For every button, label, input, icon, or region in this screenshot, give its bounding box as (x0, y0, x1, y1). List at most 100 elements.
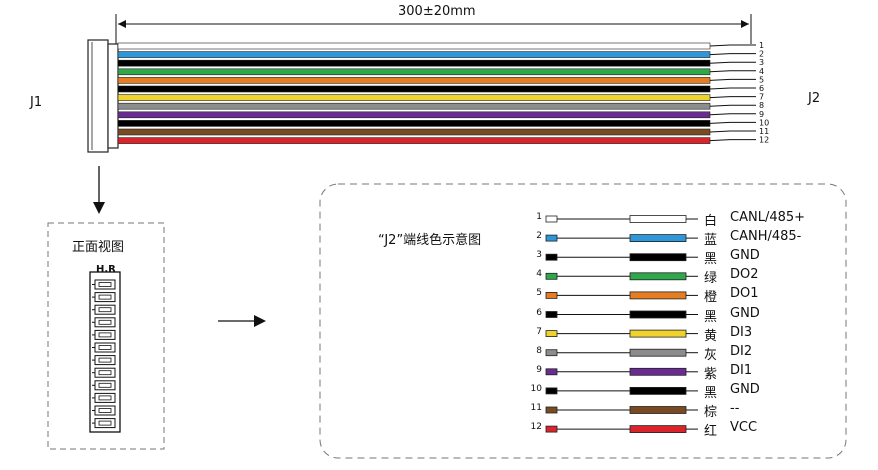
legend-row: 1 白 CANL/485+ (520, 210, 860, 229)
legend-color-name: 黄 (704, 328, 718, 344)
down-arrow-icon (93, 166, 105, 214)
front-pin-9 (92, 380, 116, 391)
legend-signal-name: GND (730, 305, 760, 321)
legend-color-name: 黑 (704, 252, 718, 268)
pin-lead-4 (709, 70, 756, 73)
legend-color-name: 橙 (704, 290, 718, 306)
pin-lead-11 (709, 130, 756, 133)
front-pin-10 (92, 392, 116, 403)
pin-lead-12 (709, 139, 756, 142)
legend-signal-name: -- (730, 401, 740, 416)
front-pin-2 (92, 292, 116, 303)
cable-wire-12 (117, 137, 711, 144)
pin-number-7: 7 (759, 93, 764, 102)
legend-pin-number: 8 (536, 345, 542, 356)
front-pin-6 (92, 342, 116, 353)
cable-wire-5 (117, 77, 711, 84)
legend-pin-number: 1 (536, 212, 542, 222)
cable-wire-3 (117, 59, 711, 67)
pin-number-8: 8 (759, 101, 764, 110)
legend-swatch-2 (545, 234, 698, 243)
legend-color-name: 红 (704, 424, 718, 440)
pin-number-11: 11 (759, 127, 769, 136)
front-pin-12 (92, 418, 116, 429)
cable-wire-10 (117, 120, 711, 127)
pin-number-10: 10 (759, 118, 769, 127)
pin-number-3: 3 (759, 58, 764, 67)
pin-lead-9 (709, 113, 756, 116)
legend-swatch-9 (545, 367, 698, 376)
cable-wire-11 (117, 128, 711, 136)
pin-lead-8 (709, 104, 756, 107)
legend-graphics (545, 215, 698, 434)
front-pin-4 (92, 317, 116, 328)
pin-lead-3 (709, 61, 756, 64)
j2-label: J2 (808, 91, 821, 106)
cable-wire-9 (117, 111, 711, 119)
cable-wire-7 (117, 94, 711, 101)
legend-signal-name: VCC (730, 420, 758, 436)
cable-wires (117, 42, 711, 144)
pin-number-2: 2 (759, 50, 764, 59)
front-view-connector (89, 271, 121, 433)
front-view-title: 正面视图 (72, 240, 125, 255)
dimension-line (115, 14, 752, 44)
legend-color-name: 黑 (704, 385, 718, 401)
connector-brand: H.R (96, 264, 116, 275)
legend-pin-number: 10 (530, 383, 542, 394)
pin-lead-1 (709, 44, 756, 47)
pin-lead-5 (709, 78, 756, 81)
legend-color-name: 白 (704, 214, 718, 229)
right-arrow-icon (218, 315, 266, 327)
front-pin-3 (92, 304, 116, 315)
legend-title: “J2”端线色示意图 (378, 233, 482, 248)
legend-signal-name: CANL/485+ (730, 210, 806, 225)
legend-swatch-7 (545, 329, 698, 338)
legend-swatch-1 (545, 215, 698, 223)
cable-wire-6 (117, 85, 711, 93)
legend-pin-number: 3 (536, 250, 542, 261)
legend-row: 10 黑 GND (520, 381, 860, 401)
legend-swatch-8 (545, 348, 698, 357)
legend-pin-number: 5 (536, 288, 542, 299)
legend-signal-name: CANH/485- (730, 229, 802, 245)
legend-pin-number: 2 (536, 231, 542, 242)
legend-row: 7 黄 DI3 (520, 324, 860, 344)
pin-number-9: 9 (759, 110, 764, 119)
front-pin-7 (92, 355, 116, 366)
cable-wire-8 (117, 102, 711, 110)
legend-color-name: 棕 (704, 405, 718, 420)
legend-row: 2 蓝 CANH/485- (520, 229, 860, 249)
j1-connector (87, 39, 119, 153)
legend-signal-name: GND (730, 381, 760, 397)
pin-lead-7 (709, 96, 756, 99)
legend-swatch-4 (545, 272, 698, 281)
pin-number-1: 1 (759, 41, 764, 50)
legend-pin-number: 6 (536, 307, 542, 318)
front-pin-11 (92, 405, 116, 416)
legend-swatch-5 (545, 291, 698, 300)
legend-color-name: 紫 (704, 366, 718, 382)
j1-label: J1 (30, 95, 43, 110)
legend-signal-name: DI3 (730, 324, 753, 340)
legend-signal-name: DI1 (730, 362, 753, 378)
legend-swatch-6 (545, 310, 698, 319)
legend-row: 9 紫 DI1 (520, 362, 860, 382)
legend-swatch-12 (545, 425, 698, 434)
cable-wire-2 (117, 51, 711, 58)
legend-color-name: 蓝 (704, 233, 718, 249)
legend-pin-number: 7 (536, 326, 542, 337)
cable-wire-4 (117, 68, 711, 76)
legend-signal-name: DI2 (730, 343, 753, 359)
legend-pin-number: 9 (536, 364, 542, 375)
pin-number-12: 12 (759, 136, 769, 145)
legend-pin-number: 4 (536, 269, 542, 280)
